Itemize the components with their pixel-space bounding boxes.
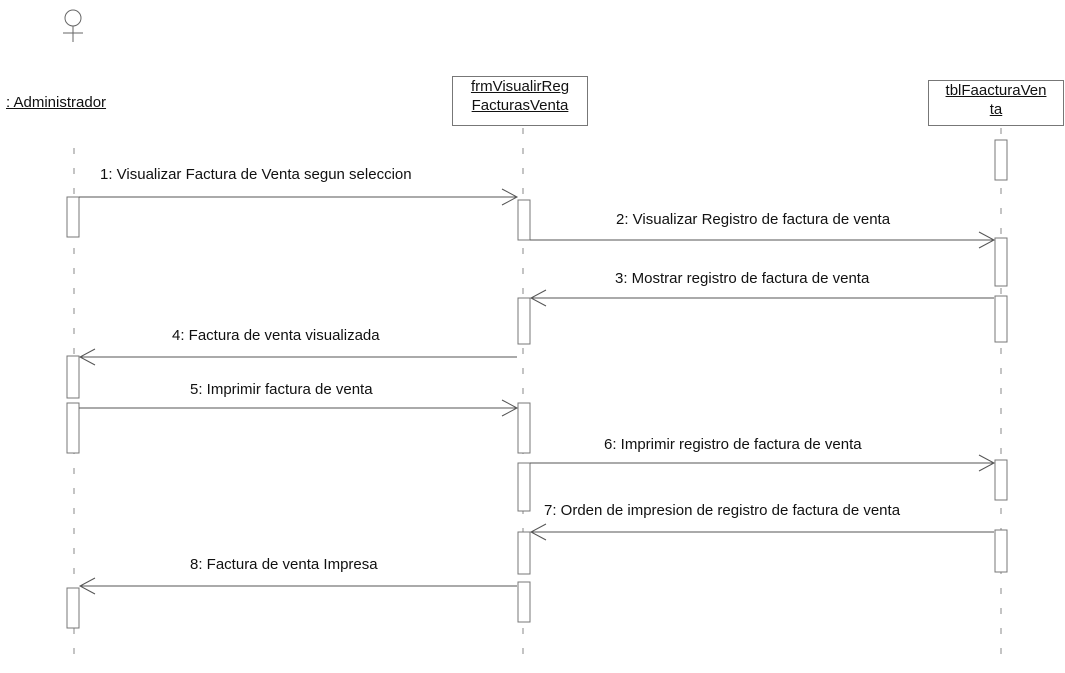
activation-frm-4 [517, 462, 531, 512]
activation-admin-1 [66, 196, 80, 238]
message-arrow-3 [529, 289, 994, 307]
message-arrow-1 [79, 188, 519, 206]
message-arrow-2 [530, 231, 996, 249]
message-arrow-6 [530, 454, 996, 472]
object-tbl-line1: tblFaacturaVen [945, 82, 1047, 99]
activation-tbl-2 [994, 237, 1008, 287]
message-label-2: 2: Visualizar Registro de factura de ven… [616, 211, 891, 228]
message-label-6: 6: Imprimir registro de factura de venta [604, 436, 862, 453]
activation-admin-4 [66, 587, 80, 629]
activation-frm-6 [517, 581, 531, 623]
message-arrow-5 [79, 399, 519, 417]
actor-icon [63, 9, 83, 42]
actor-name: : Administrador [6, 94, 107, 111]
activation-admin-2 [66, 355, 80, 399]
message-label-8: 8: Factura de venta Impresa [190, 556, 378, 573]
message-arrow-8 [78, 577, 517, 595]
activation-frm-3 [517, 402, 531, 454]
message-label-1: 1: Visualizar Factura de Venta segun sel… [100, 166, 412, 183]
activation-tbl-4 [994, 459, 1008, 501]
object-tbl-line2: ta [989, 101, 1003, 118]
object-frm-line1: frmVisualirReg [470, 78, 570, 95]
message-arrow-4 [78, 348, 517, 366]
activation-tbl-5 [994, 529, 1008, 573]
activation-admin-3 [66, 402, 80, 454]
message-label-7: 7: Orden de impresion de registro de fac… [544, 502, 901, 519]
object-box-tbl: tblFaacturaVen ta [928, 80, 1064, 126]
activation-tbl-1 [994, 139, 1008, 181]
message-arrow-7 [529, 523, 994, 541]
object-box-frm: frmVisualirReg FacturasVenta [452, 76, 588, 126]
activation-frm-2 [517, 297, 531, 345]
activation-frm-1 [517, 199, 531, 241]
message-label-3: 3: Mostrar registro de factura de venta [615, 270, 870, 287]
activation-tbl-3 [994, 295, 1008, 343]
activation-frm-5 [517, 531, 531, 575]
message-label-5: 5: Imprimir factura de venta [190, 381, 373, 398]
object-frm-line2: FacturasVenta [471, 97, 569, 114]
message-label-4: 4: Factura de venta visualizada [172, 327, 380, 344]
